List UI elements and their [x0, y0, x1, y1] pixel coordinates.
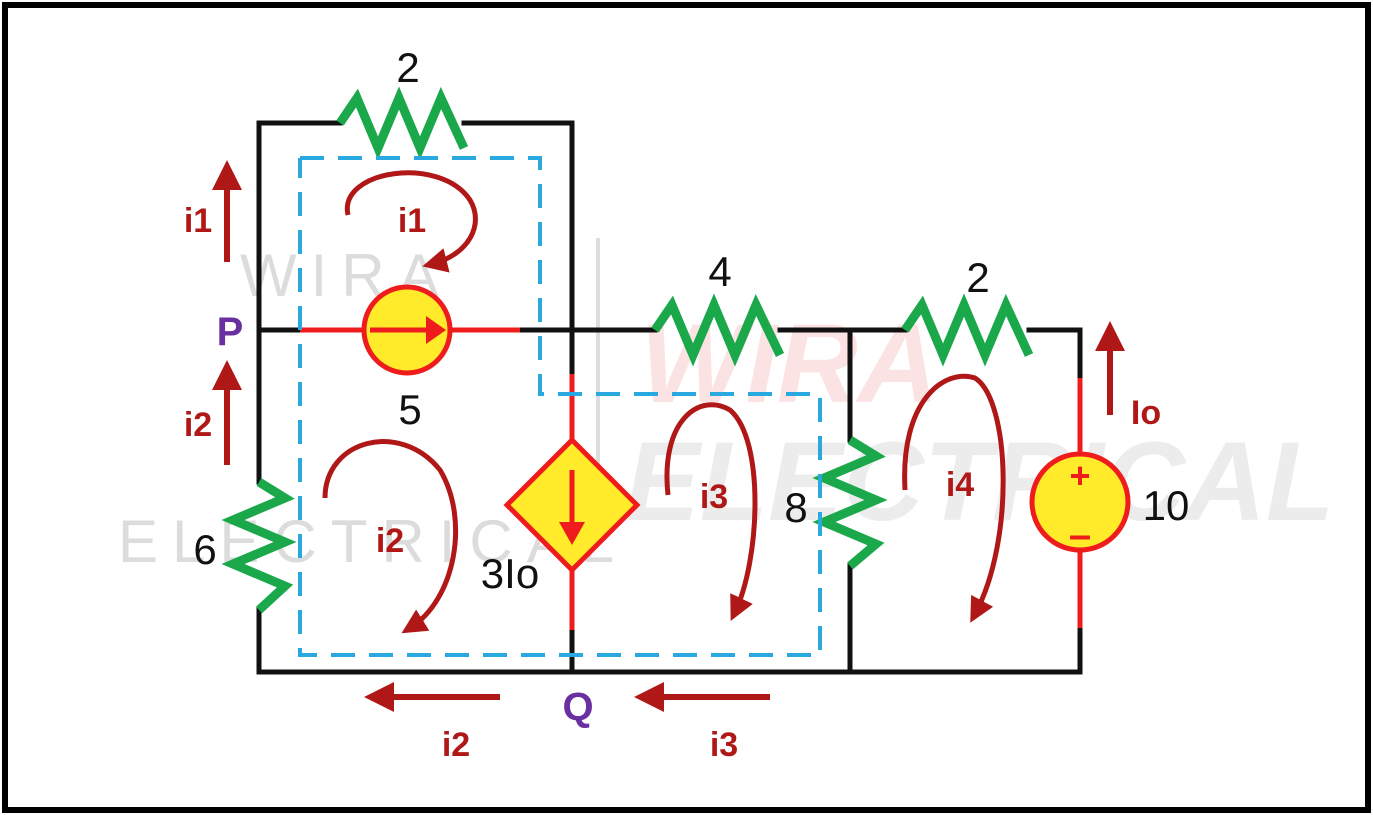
label-i2-loop: i2	[376, 522, 404, 560]
voltage-plus-sign: +	[1069, 455, 1090, 496]
voltage-source: + –	[1029, 451, 1131, 557]
dependent-source-value: 3Io	[481, 550, 539, 597]
current-source	[361, 284, 453, 376]
supermesh-outline	[298, 156, 822, 657]
wires	[256, 120, 1083, 675]
loop-arrow-i3	[664, 402, 758, 622]
watermark-brand2: ELECTRICAL	[625, 419, 1334, 544]
resistor-left	[221, 478, 297, 614]
current-source-value: 5	[398, 386, 421, 433]
mesh-arrows	[322, 170, 1006, 634]
resistor-right	[901, 293, 1034, 367]
loop-arrow-i4	[902, 373, 1006, 623]
label-i1-branch: i1	[184, 202, 212, 240]
label-i4-loop: i4	[946, 466, 974, 504]
voltage-minus-sign: –	[1069, 513, 1091, 557]
loop-arrow-i2	[322, 439, 459, 634]
label-i3-bottom: i3	[710, 726, 738, 764]
resistor-center	[812, 436, 888, 570]
dependent-current-source	[503, 436, 641, 574]
resistor-top-value: 2	[396, 44, 419, 91]
resistor-mid	[651, 293, 785, 367]
resistor-top	[336, 86, 469, 160]
label-io: Io	[1131, 394, 1161, 432]
resistor-center-value: 8	[784, 484, 807, 531]
label-i2-bottom: i2	[442, 726, 470, 764]
resistor-left-value: 6	[193, 526, 216, 573]
label-i1-loop: i1	[398, 202, 426, 240]
node-p-label: P	[217, 310, 244, 354]
voltage-source-value: 10	[1143, 482, 1190, 529]
resistor-mid-value: 4	[708, 248, 731, 295]
node-q-label: Q	[562, 685, 593, 729]
watermark-brand1: WIRA	[640, 301, 939, 426]
branch-arrows	[212, 160, 1125, 712]
loop-arrow-i1	[344, 170, 478, 273]
watermark: WIRA ELECTRICAL WIRA ELECTRICAL	[118, 238, 1334, 575]
resistors	[221, 86, 1034, 614]
resistor-right-value: 2	[966, 254, 989, 301]
label-i3-loop: i3	[700, 478, 728, 516]
label-i2-branch: i2	[184, 406, 212, 444]
source-wires	[300, 327, 1083, 630]
